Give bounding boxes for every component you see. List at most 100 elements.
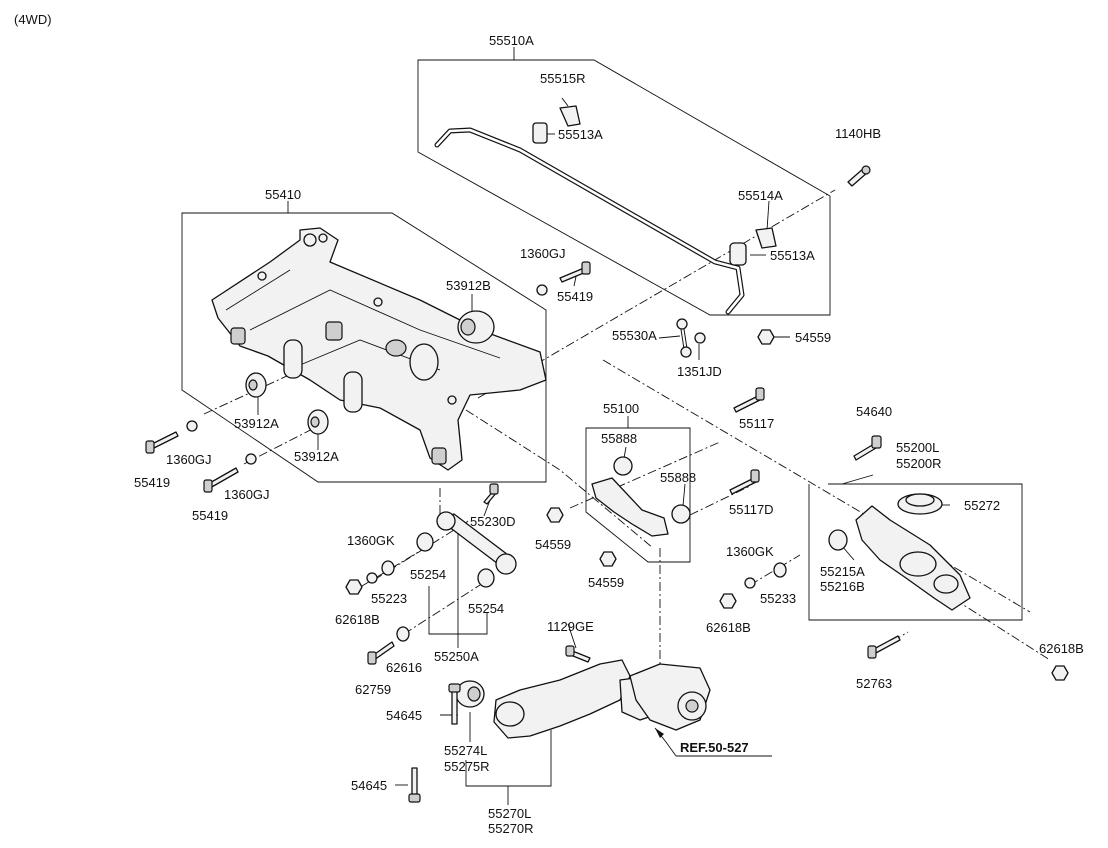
variant-label: (4WD) [14,12,52,27]
bushing-53912B [457,310,495,344]
label-55216B: 55216B [820,579,865,594]
label-1140HB: 1140HB [835,126,881,141]
label-55274L: 55274L [444,743,487,758]
part-labels: (4WD) 55510A 55515R 55513A 1140HB 55514A… [14,12,1084,836]
bolt-54645-2 [408,767,421,803]
bolt-55419-top [559,261,591,283]
nut-62618B-mid [719,593,737,609]
label-1360GJ-left: 1360GJ [166,452,212,467]
label-55513A-right: 55513A [770,248,815,263]
label-55410: 55410 [265,187,301,202]
nut-1351JD [694,332,706,344]
nut-54559-top [757,329,775,345]
label-55233: 55233 [760,591,796,606]
crossmember-55410 [211,227,547,471]
washer-1360GK-left [366,572,378,584]
bolt-55230D [483,483,499,505]
label-54559-top: 54559 [795,330,831,345]
bolt-55117 [733,387,765,413]
nut-54559-mid [546,507,564,523]
stabilizer-bushing-55513A-right [729,242,747,266]
label-1360GK-right: 1360GK [726,544,774,559]
label-1360GK-left: 1360GK [347,533,395,548]
label-55254-1: 55254 [410,567,446,582]
label-55254-2: 55254 [468,601,504,616]
upper-arm-55100 [591,477,669,537]
label-62618B-left: 62618B [335,612,380,627]
label-1351JD: 1351JD [677,364,722,379]
bolt-1140HB [847,165,871,187]
ref-arrow [654,727,772,757]
bushing-55254-1 [416,532,434,552]
bolt-54640 [853,435,882,461]
label-1360GJ-top: 1360GJ [520,246,566,261]
bushing-53912A-2 [307,409,329,435]
lower-arm-55200 [855,505,971,611]
nut-62618B-left [345,579,363,595]
washer-55233 [773,562,787,578]
bolt-55117D [729,469,760,495]
label-55117: 55117 [739,416,774,431]
label-62618B-mid: 62618B [706,620,751,635]
nut-54559-low [599,551,617,567]
bushing-55888-2 [671,504,691,524]
label-55419-top: 55419 [557,289,593,304]
label-53912A-2: 53912A [294,449,339,464]
label-54645-1: 54645 [386,708,422,723]
label-55419-left: 55419 [134,475,170,490]
stabilizer-bushing-55513A-top [532,122,548,144]
label-55530A: 55530A [612,328,657,343]
label-54640: 54640 [856,404,892,419]
bushing-55254-2 [477,568,495,588]
bolt-52763 [867,635,901,659]
spring-pad-55272 [897,493,943,515]
label-53912A-1: 53912A [234,416,279,431]
label-55250A: 55250A [434,649,479,664]
bolt-1129GE [565,645,591,663]
label-62759: 62759 [355,682,391,697]
label-55514A: 55514A [738,188,783,203]
label-55888-1: 55888 [601,431,637,446]
hub-knuckle [629,663,711,731]
label-55200L: 55200L [896,440,939,455]
bolt-62759 [367,641,395,665]
label-1360GJ-left2: 1360GJ [224,487,270,502]
label-55270L: 55270L [488,806,531,821]
nut-62618B-right [1051,665,1069,681]
link-55250A [436,511,517,575]
washer-1360GJ-top [536,284,548,296]
label-55510A: 55510A [489,33,534,48]
washer-1360GJ-left2 [245,453,257,465]
washer-1360GK-right [744,577,756,589]
bushing-55888-1 [613,456,633,476]
stabilizer-bracket-55515R [559,105,581,127]
label-55270R: 55270R [488,821,534,836]
label-55230D: 55230D [470,514,516,529]
ref-label: REF.50-527 [680,740,749,755]
label-52763: 52763 [856,676,892,691]
label-55419-left2: 55419 [192,508,228,523]
label-62618B-right: 62618B [1039,641,1084,656]
label-54559-mid: 54559 [535,537,571,552]
washer-62616 [396,626,410,642]
bushing-55274L [455,680,485,708]
stabilizer-bar [434,127,745,315]
washer-55223 [381,560,395,576]
label-55215A: 55215A [820,564,865,579]
bushing-53912A-1 [245,372,267,398]
label-55275R: 55275R [444,759,490,774]
bolt-54645-1 [448,683,461,725]
label-54559-low: 54559 [588,575,624,590]
stabilizer-link-55530A [676,318,692,358]
label-53912B: 53912B [446,278,491,293]
bolt-55419-left [145,431,179,454]
stabilizer-bracket-55514A [755,227,777,249]
label-55272: 55272 [964,498,1000,513]
label-62616: 62616 [386,660,422,675]
label-55888-2: 55888 [660,470,696,485]
label-55223: 55223 [371,591,407,606]
bolt-55419-left2 [203,467,239,493]
label-55200R: 55200R [896,456,942,471]
label-55515R: 55515R [540,71,586,86]
